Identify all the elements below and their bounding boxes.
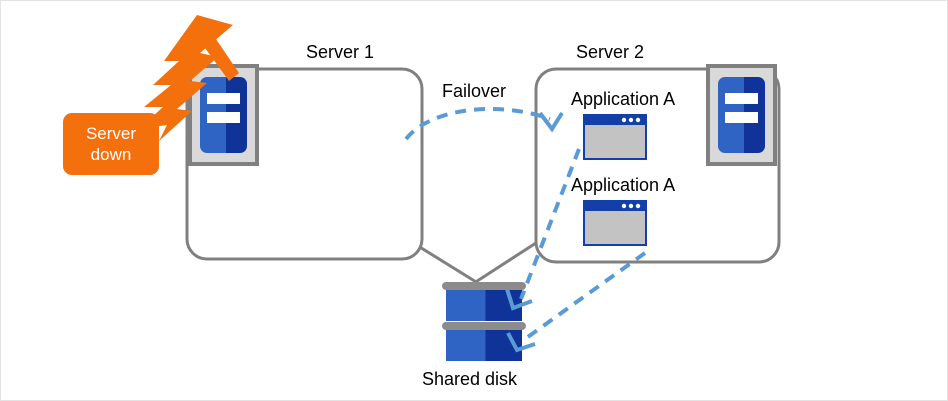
- shared-disk-label: Shared disk: [422, 369, 518, 389]
- server-down-line2: down: [90, 145, 132, 164]
- server1-icon: [188, 64, 259, 166]
- application-label-2: Application A: [571, 175, 676, 195]
- lightning-bolt-icon: [139, 15, 239, 141]
- server2-icon: [706, 64, 777, 166]
- app2-to-disk-arrow: [506, 251, 647, 353]
- failover-arrow: [404, 106, 564, 141]
- server1-title: Server 1: [306, 42, 375, 62]
- failover-label: Failover: [442, 81, 507, 101]
- server-down-line1: Server: [85, 124, 137, 143]
- server-down-badge: Server down: [63, 113, 159, 175]
- server2-title: Server 2: [576, 42, 645, 62]
- disk-connector-lines: [408, 161, 541, 287]
- application-window-1: [583, 114, 647, 160]
- application-window-2: [583, 200, 647, 246]
- application-label-1: Application A: [571, 89, 676, 109]
- shared-disk-icon: [442, 282, 526, 361]
- app1-to-disk-arrow: [505, 148, 581, 311]
